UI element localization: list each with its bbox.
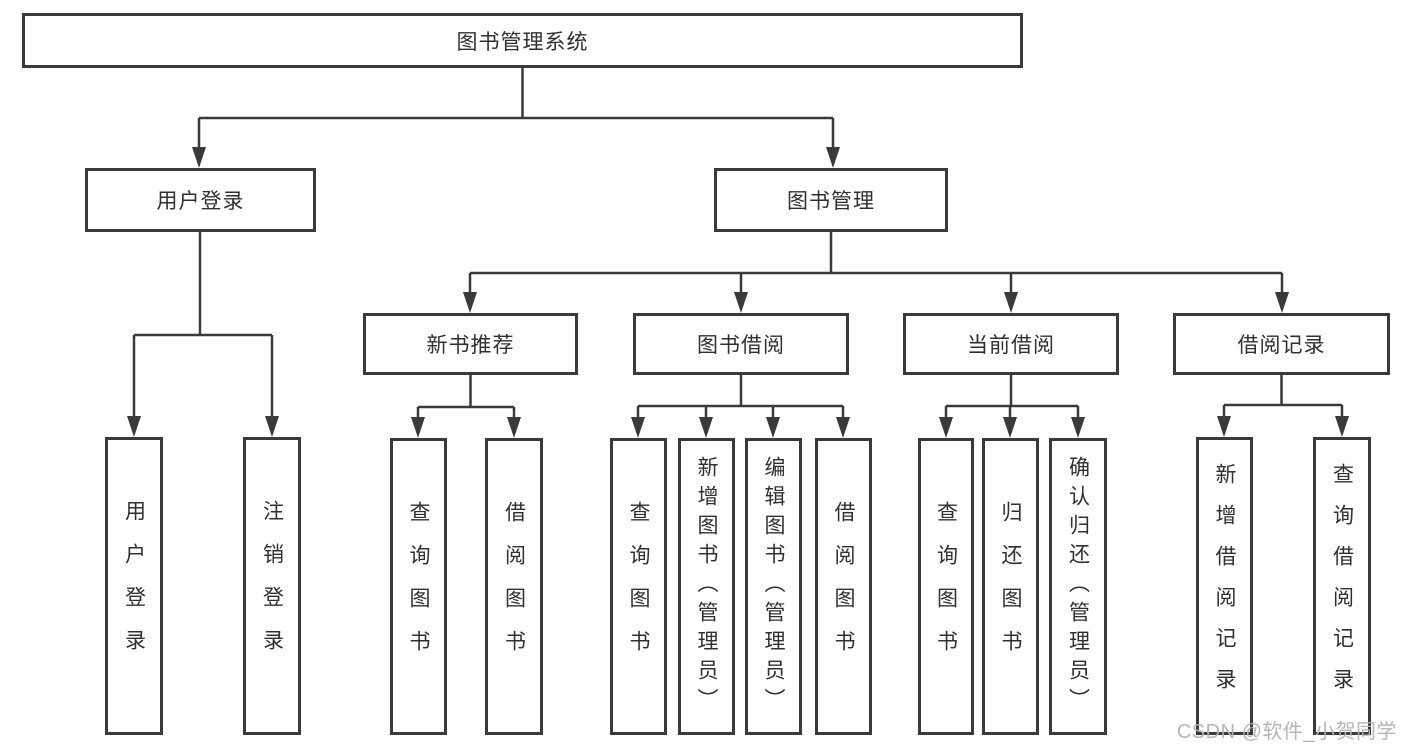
node-borrow-records: 借阅记录 <box>1173 313 1390 375</box>
node-label: 查询图书 <box>934 500 958 673</box>
node-leaf-return-books: 归还图书 <box>982 438 1039 735</box>
node-label: 编辑图书（管理员） <box>762 456 785 717</box>
node-leaf-query-books-2: 查询图书 <box>610 438 667 735</box>
node-new-book-recommend: 新书推荐 <box>363 313 578 375</box>
node-leaf-borrow-books-2: 借阅图书 <box>815 438 872 735</box>
csdn-watermark: CSDN @软件_小贺同学 <box>1176 721 1397 743</box>
node-label: 用户登录 <box>122 500 146 672</box>
node-leaf-confirm-return-admin: 确认归还（管理员） <box>1049 438 1107 735</box>
node-label: 归还图书 <box>999 500 1022 673</box>
node-label: 借阅图书 <box>502 500 526 673</box>
node-label: 确认归还（管理员） <box>1066 456 1090 717</box>
node-leaf-add-borrow-record: 新增借阅记录 <box>1196 437 1253 735</box>
connector-current-borrow-children <box>939 375 1085 438</box>
connector-borrow-records-children <box>1217 375 1349 437</box>
node-book-borrow: 图书借阅 <box>633 313 849 375</box>
node-leaf-borrow-books-1: 借阅图书 <box>485 438 543 735</box>
node-label: 查询借阅记录 <box>1330 463 1354 709</box>
node-label: 查询图书 <box>627 500 650 673</box>
node-label: 查询图书 <box>407 500 430 673</box>
node-leaf-add-books-admin: 新增图书（管理员） <box>678 438 735 735</box>
connector-book-borrow-children <box>631 375 850 438</box>
node-label: 新增借阅记录 <box>1213 463 1236 709</box>
node-label: 新增图书（管理员） <box>695 456 718 717</box>
node-book-management-branch: 图书管理 <box>714 168 948 232</box>
node-current-borrow: 当前借阅 <box>903 313 1119 375</box>
node-leaf-query-books-1: 查询图书 <box>390 438 447 735</box>
node-root-system: 图书管理系统 <box>22 13 1023 68</box>
node-label: 借阅图书 <box>832 500 855 673</box>
connector-new-book-children <box>411 375 521 438</box>
node-leaf-user-login: 用户登录 <box>105 437 163 735</box>
node-leaf-logout: 注销登录 <box>243 437 301 735</box>
connector-root-to-level2 <box>192 68 840 168</box>
connector-book-mgmt-children <box>463 232 1289 313</box>
node-leaf-query-borrow-record: 查询借阅记录 <box>1313 437 1371 735</box>
node-leaf-query-books-3: 查询图书 <box>918 438 974 735</box>
connector-user-login-children <box>127 232 279 437</box>
node-label: 注销登录 <box>260 500 284 672</box>
node-user-login-branch: 用户登录 <box>85 168 316 232</box>
node-leaf-edit-books-admin: 编辑图书（管理员） <box>745 438 802 735</box>
